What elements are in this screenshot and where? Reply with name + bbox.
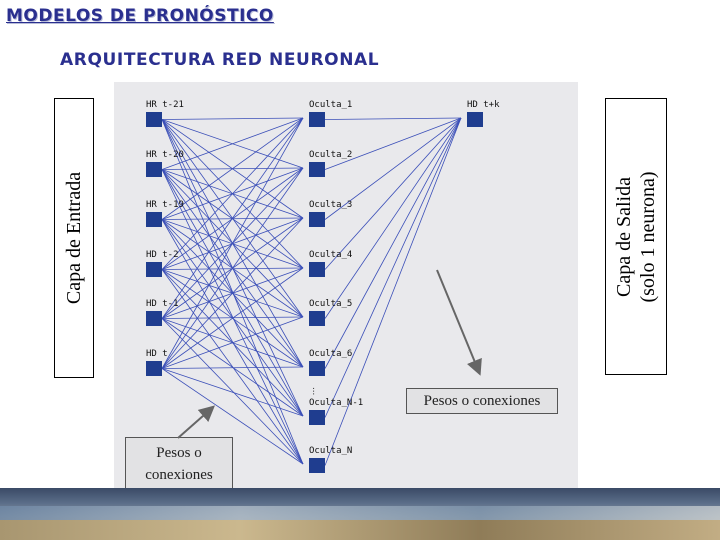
input-neuron-node xyxy=(146,112,162,127)
input-neuron-node xyxy=(146,311,162,326)
output-neuron-label: HD t+k xyxy=(467,100,500,110)
connection-line xyxy=(161,167,304,369)
connection-line xyxy=(324,117,462,120)
input-neuron-node xyxy=(146,262,162,277)
photo-shore xyxy=(0,520,720,540)
input-neuron-node xyxy=(146,162,162,177)
output-layer-label: Capa de Salida (solo 1 neurona) xyxy=(612,171,660,302)
weights-callout-left-line1: Pesos o xyxy=(156,445,202,461)
hidden-neuron-label: Oculta_3 xyxy=(309,200,352,210)
input-neuron-node xyxy=(146,361,162,376)
output-neuron-node xyxy=(467,112,483,127)
weights-callout-left-line2: conexiones xyxy=(145,467,213,483)
input-neuron-label: HD t-2 xyxy=(146,250,179,260)
connection-line xyxy=(161,117,304,120)
hidden-neuron-node xyxy=(309,262,325,277)
connection-line xyxy=(161,366,304,369)
hidden-neuron-node xyxy=(309,212,325,227)
hidden-neuron-node xyxy=(309,458,325,473)
input-layer-label-box: Capa de Entrada xyxy=(54,98,94,378)
hidden-neuron-node xyxy=(309,410,325,425)
input-neuron-label: HR t-19 xyxy=(146,200,184,210)
connection-line xyxy=(324,117,462,319)
input-neuron-label: HR t-21 xyxy=(146,100,184,110)
weights-callout-right: Pesos o conexiones xyxy=(406,388,558,414)
connection-line xyxy=(161,169,304,465)
hidden-neuron-label: Oculta_N xyxy=(309,446,352,456)
connection-line xyxy=(161,316,304,369)
photo-water xyxy=(0,506,720,520)
connection-line xyxy=(161,267,304,369)
connection-line xyxy=(161,219,304,465)
connection-line xyxy=(324,117,462,220)
input-neuron-label: HD t-1 xyxy=(146,299,179,309)
connection-line xyxy=(161,117,304,369)
output-layer-label-box: Capa de Salida (solo 1 neurona) xyxy=(605,98,667,375)
network-diagram: HR t-21 HR t-20 HR t-19 HD t-2 HD t-1 HD t Ocu… xyxy=(146,100,500,473)
hidden-ellipsis: ... xyxy=(310,387,321,395)
weights-callout-left: Pesos o conexiones xyxy=(125,437,233,491)
input-neuron-label: HD t xyxy=(146,349,168,359)
connection-line xyxy=(324,117,462,466)
network-diagram-panel: HR t-21 HR t-20 HR t-19 HD t-2 HD t-1 HD t Ocu… xyxy=(114,82,578,498)
connection-line xyxy=(161,119,304,465)
connection-line xyxy=(161,368,304,417)
hidden-neuron-node xyxy=(309,361,325,376)
hidden-neuron-node xyxy=(309,112,325,127)
output-layer-label-line1: Capa de Salida xyxy=(613,176,635,297)
hidden-neuron-node xyxy=(309,162,325,177)
connection-line xyxy=(324,117,462,418)
connection-line xyxy=(161,117,304,220)
hidden-neuron-label: Oculta_5 xyxy=(309,299,352,309)
hidden-neuron-label: Oculta_2 xyxy=(309,150,352,160)
connection-line xyxy=(161,117,304,170)
connection-line xyxy=(324,117,462,170)
connection-line xyxy=(161,318,304,465)
connection-line xyxy=(161,316,304,319)
connection-line xyxy=(161,368,304,465)
connection-line xyxy=(161,217,304,369)
hidden-neuron-label: Oculta_1 xyxy=(309,100,352,110)
connection-line xyxy=(161,269,304,465)
connection-line xyxy=(324,117,462,270)
connection-line xyxy=(324,117,462,369)
hidden-neuron-label: Oculta_4 xyxy=(309,250,352,260)
hidden-neuron-node xyxy=(309,311,325,326)
page-subtitle: ARQUITECTURA RED NEURONAL xyxy=(60,50,380,70)
page-title: MODELOS DE PRONÓSTICO xyxy=(6,6,274,26)
connection-group xyxy=(161,117,462,466)
input-neuron-label: HR t-20 xyxy=(146,150,184,160)
input-neuron-node xyxy=(146,212,162,227)
connection-line xyxy=(161,117,304,270)
hidden-neuron-label: Oculta_6 xyxy=(309,349,352,359)
connection-line xyxy=(161,117,304,319)
hidden-neuron-label: Oculta_N-1 xyxy=(309,398,363,408)
input-layer-label: Capa de Entrada xyxy=(63,171,85,305)
output-layer-label-line2: (solo 1 neurona) xyxy=(637,170,659,303)
landscape-photo-strip xyxy=(0,488,720,540)
